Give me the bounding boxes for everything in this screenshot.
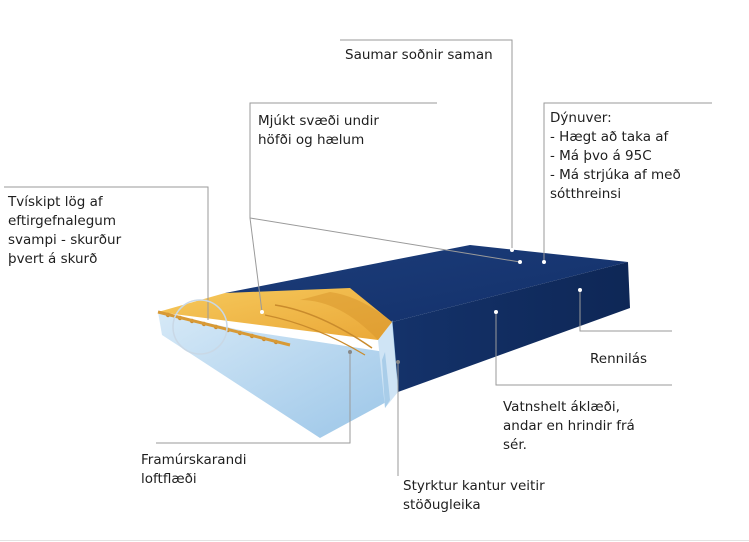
foam-front-side: [158, 312, 390, 438]
label-seams: Saumar soðnir saman: [345, 47, 493, 63]
leader-airflow: [156, 352, 351, 444]
bottom-divider: [0, 540, 749, 541]
label-edge: Styrktur kantur veitir stöðugleika: [403, 478, 545, 513]
label-cover: Dýnuver: - Hægt að taka af - Má þvo á 95…: [550, 110, 681, 202]
label-airflow: Framúrskarandi loftflæði: [141, 452, 247, 487]
cover-side-surface: [392, 262, 630, 392]
label-soft-zone: Mjúkt svæði undir höfði og hælum: [258, 113, 379, 148]
leader-seams: [340, 39, 513, 250]
soft-zone-highlight: [172, 299, 228, 355]
leader-two-layer: [4, 186, 209, 320]
label-zipper: Rennilás: [590, 351, 647, 367]
label-waterproof: Vatnshelt áklæði, andar en hrindir frá s…: [503, 399, 635, 453]
reinforced-edge: [378, 322, 398, 408]
leader-soft-zone: [249, 102, 521, 263]
label-two-layer: Tvískipt lög af eftirgefnalegum svampi -…: [8, 194, 122, 267]
leader-zipper: [579, 290, 672, 332]
leader-cover: [543, 102, 712, 262]
leader-waterproof: [495, 312, 672, 386]
